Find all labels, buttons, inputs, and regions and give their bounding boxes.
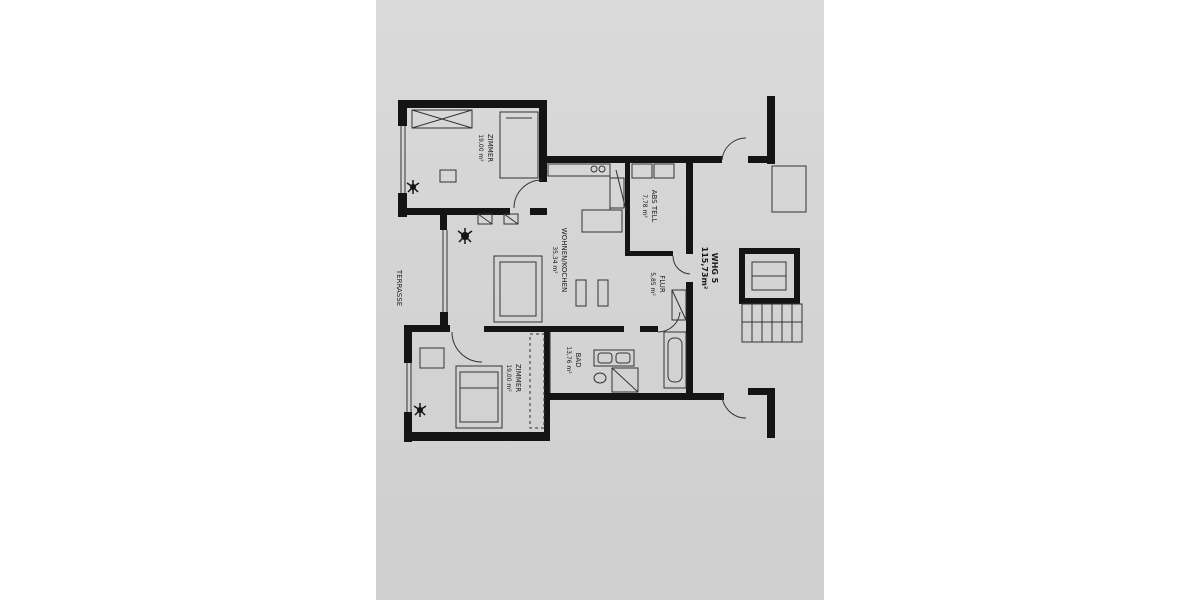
wall-elevator-south [739,298,800,304]
wall-living-south [484,326,624,332]
door-arc-storage [672,255,691,275]
thin-lines [400,109,807,429]
wall-stair-south-return [748,388,775,395]
plant-icon [457,228,473,244]
room-name-flur: FLUR [658,275,666,293]
wall-top-room-south-stub [530,208,547,215]
wall-bottom-room-north [404,325,450,332]
plants [406,180,473,417]
door-arc-bottom-room [451,331,483,363]
wall-living-south-stub [640,326,658,332]
room-area-abstell: 7,78 m² [641,194,648,218]
door-arc-bath [657,311,681,333]
dining-chair [597,279,609,307]
terrace-label: TERRASSE [395,269,403,306]
wall-bottom-room-west-lower [404,412,412,442]
wall-bath-south [546,393,724,400]
wall-storage-east [686,160,693,254]
plant-icon [406,180,420,194]
dining-chair [575,279,587,307]
wall-top-room-west-lower [398,193,407,217]
wall-bottom-room-east [544,326,550,438]
chair-top-room [439,169,457,183]
kitchen-island [581,209,623,233]
wall-elevator-east [794,248,800,304]
wall-living-west-lower [440,312,448,332]
toilet [593,372,607,384]
room-name-zimmer-bottom: ZIMMER [514,364,522,392]
wall-kitchen-north [546,156,722,163]
room-area-zimmer-top: 19,00 m² [477,134,484,162]
room-labels: ZIMMER 19,00 m² WOHNEN/KOCHEN 35,34 m² A… [395,134,719,392]
room-area-bad: 13,76 m² [565,346,572,374]
wall-top-room-east [539,100,547,182]
room-area-wohnen: 35,34 m² [551,246,558,274]
room-name-zimmer-top: ZIMMER [486,134,494,162]
wall-bottom-room-south [404,432,550,441]
wall-elevator-north [739,248,800,254]
room-area-zimmer-bottom: 19,00 m² [505,364,512,392]
desk-bottom-room [419,347,445,369]
wall-elevator-west [739,248,745,304]
room-name-wohnen: WOHNEN/KOCHEN [560,228,568,292]
wall-top-room-north [398,100,546,108]
wall-top-room-south [398,208,510,215]
unit-area: 115,73m² [700,247,709,290]
room-name-bad: BAD [574,353,582,368]
door-arc-top-room [513,179,543,209]
sofa [493,255,543,323]
stairs [741,303,803,343]
shower-bath [611,367,639,393]
wall-stair-north [767,96,775,164]
wall-storage-south [625,251,673,256]
wall-stair-south [767,388,775,438]
door-arc-entry-upper [721,137,747,161]
wall-stair-north-return [748,156,775,163]
wardrobe-top-room [411,109,473,129]
room-name-abstell: ABS TELL [650,190,658,223]
kitchen-side-counter [609,177,625,209]
unit-name: WHG 5 [710,253,719,284]
wall-top-room-west-upper [398,100,407,126]
wall-corridor-east [686,282,693,400]
wall-bottom-room-west-upper [404,325,412,363]
room-area-flur: 5,85 m² [649,272,656,296]
wardrobe-bottom-room [529,333,545,429]
wall-storage-west [625,160,630,256]
wall-living-west-upper [440,214,447,230]
double-sink [593,349,635,367]
walls [398,96,800,442]
plant-icon [413,403,427,417]
desk-top-room [499,111,539,179]
bed [455,365,503,429]
bathtub [663,331,687,389]
door-arc-entry-lower [721,393,747,419]
